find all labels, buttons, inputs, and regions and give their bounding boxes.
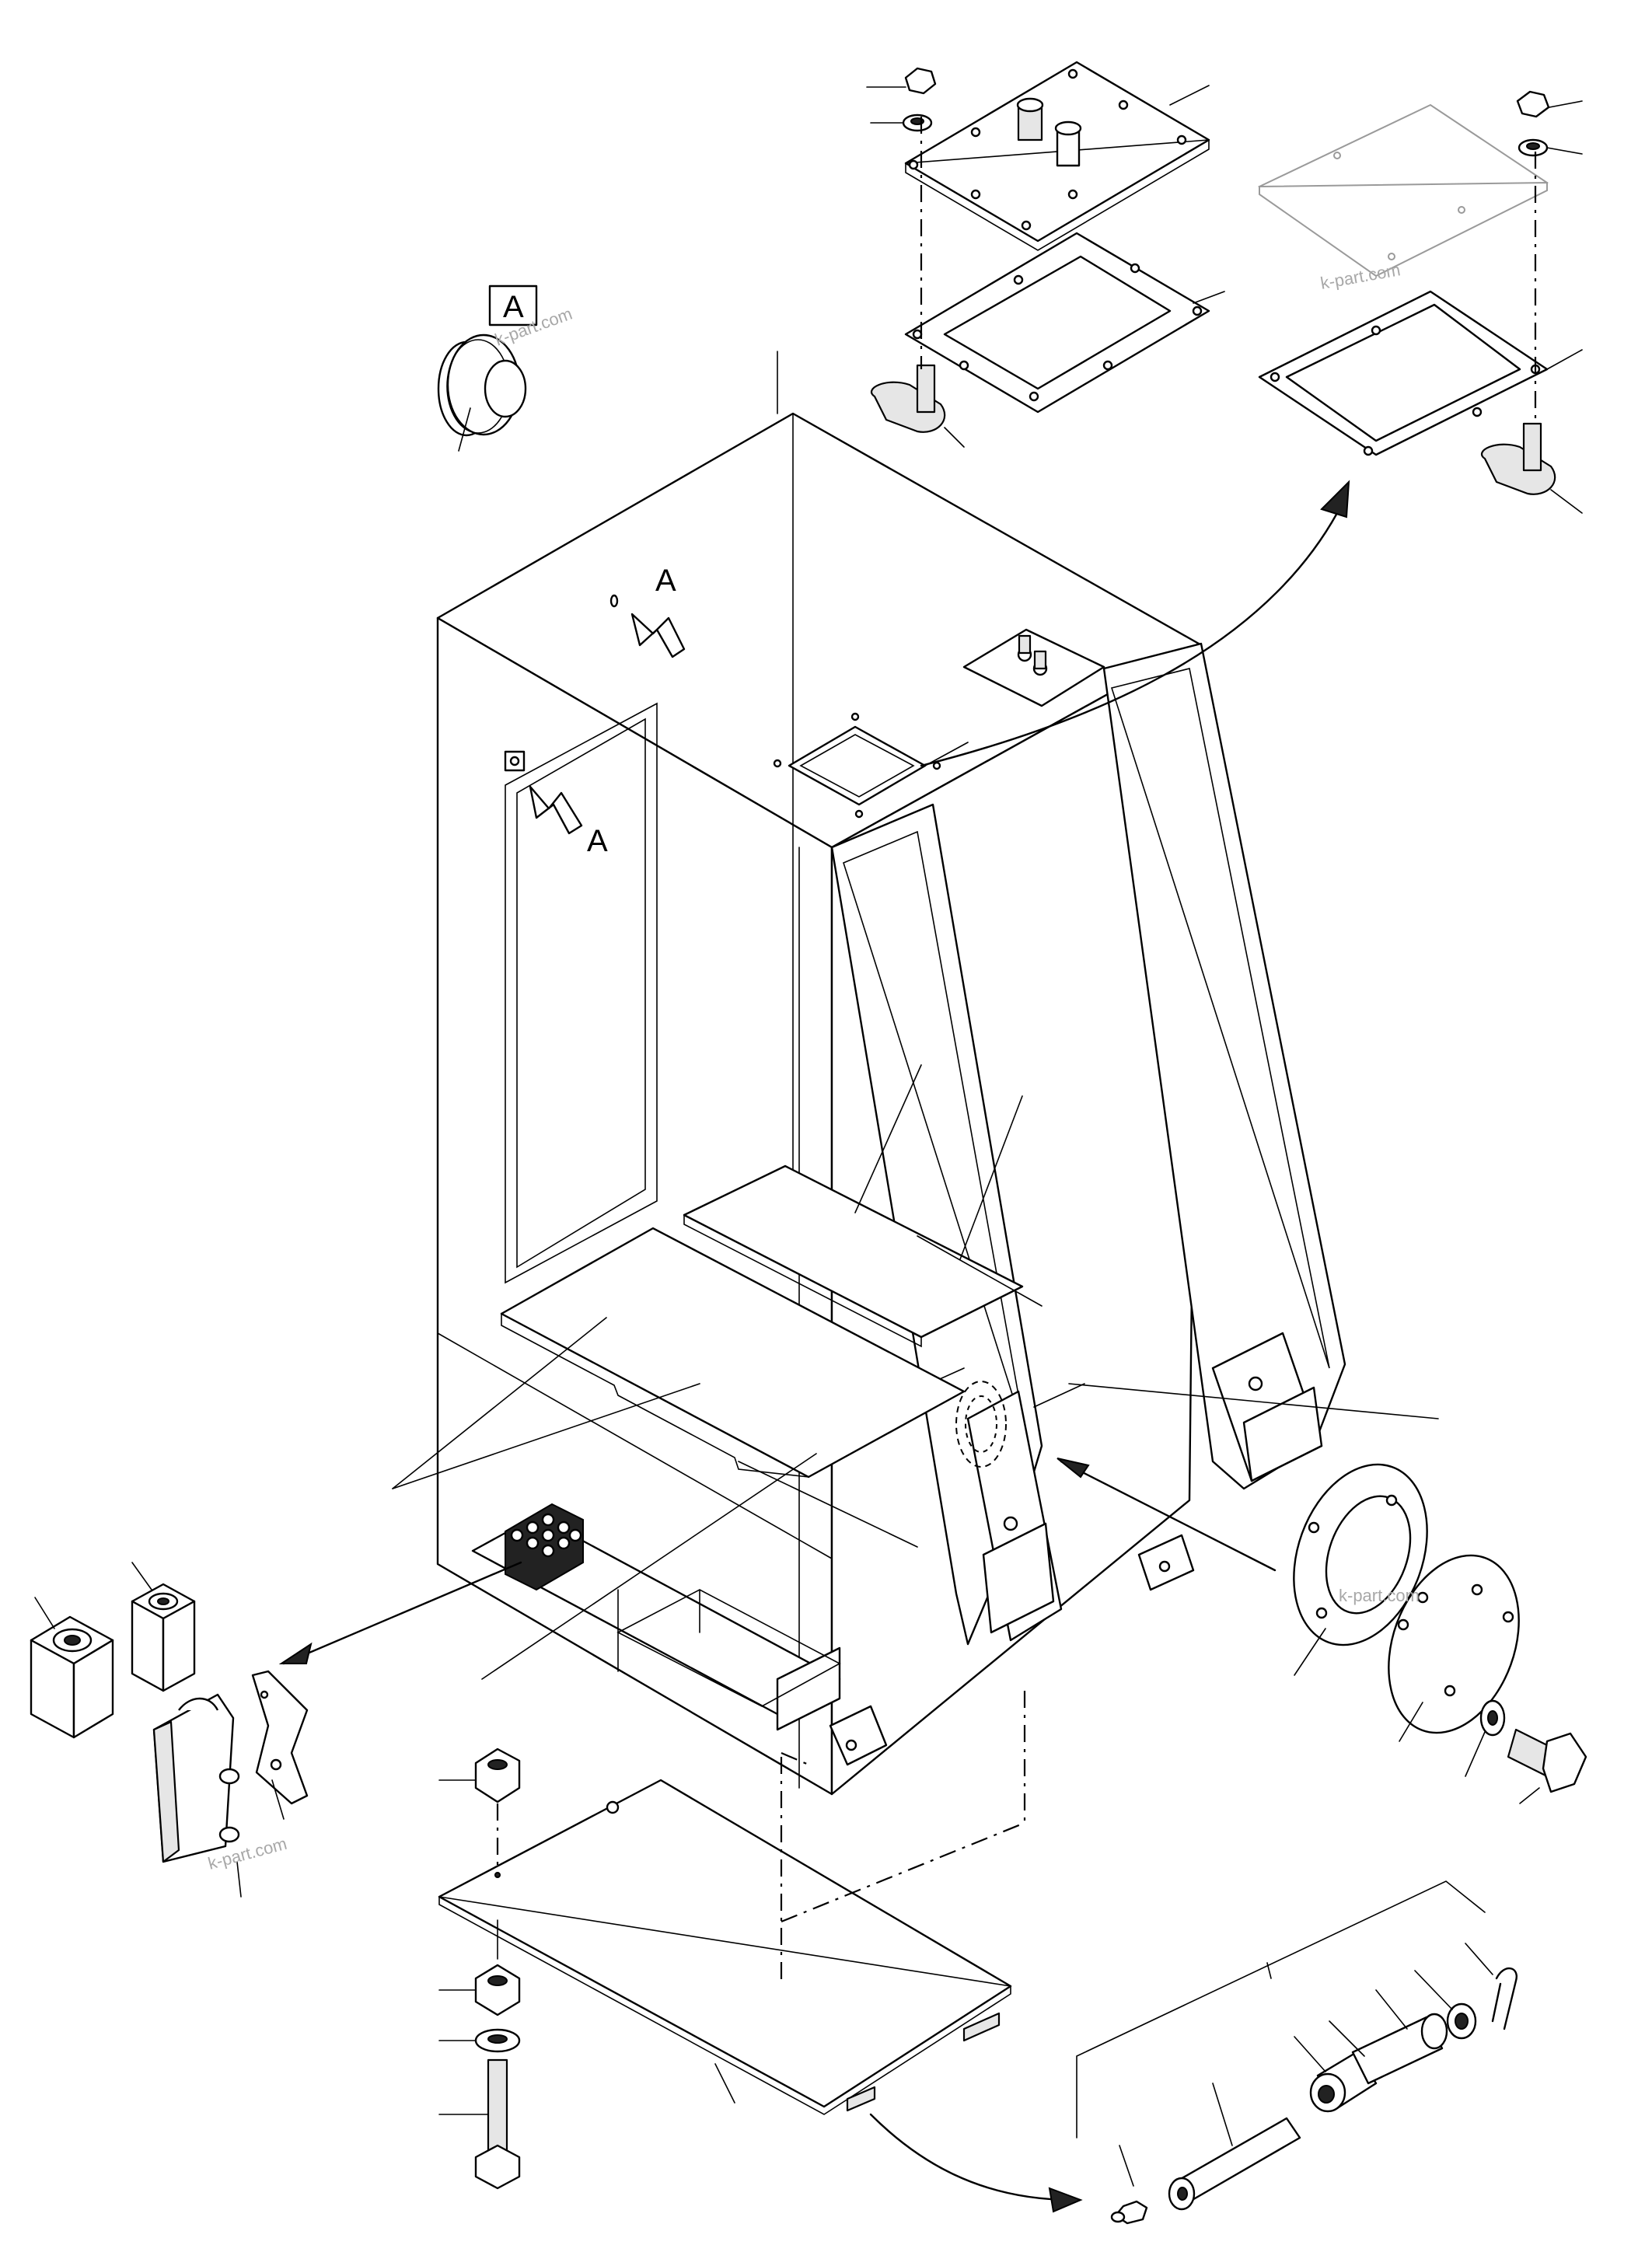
top-cover-assembly-left <box>866 61 1225 448</box>
view-arrow-lower: A <box>504 750 608 858</box>
view-arrow-upper: A <box>609 564 686 658</box>
cell-block <box>505 1503 584 1591</box>
battery-compartment <box>471 1503 841 1731</box>
view-arrow-lower-label: A <box>587 824 608 858</box>
leader-lines <box>392 1064 1439 1680</box>
battery-accessories: k-part.com <box>30 1561 522 1898</box>
assembly-centerlines <box>780 1691 1026 1982</box>
bottom-plate-assembly <box>438 1747 1012 2190</box>
top-access-opening <box>773 712 969 819</box>
mounted-cover-plate <box>962 628 1105 707</box>
detail-box-letter: A <box>503 290 524 324</box>
shelf-plates <box>500 1164 1085 1548</box>
top-cover-assembly-right: k-part.com <box>1258 90 1583 514</box>
flange-cover-assembly: k-part.com <box>1057 1458 1587 1804</box>
curved-arrow-top <box>920 480 1350 767</box>
detail-a-plug: A k-part.com <box>437 285 575 452</box>
cabinet-feet <box>829 1534 1195 1766</box>
upright-flange-outline <box>955 1381 1007 1468</box>
view-arrow-upper-label: A <box>655 564 676 598</box>
right-uprights <box>808 642 1346 1646</box>
watermark-4: k-part.com <box>1339 1586 1420 1605</box>
hinge-pin-kit <box>869 1880 1518 2225</box>
